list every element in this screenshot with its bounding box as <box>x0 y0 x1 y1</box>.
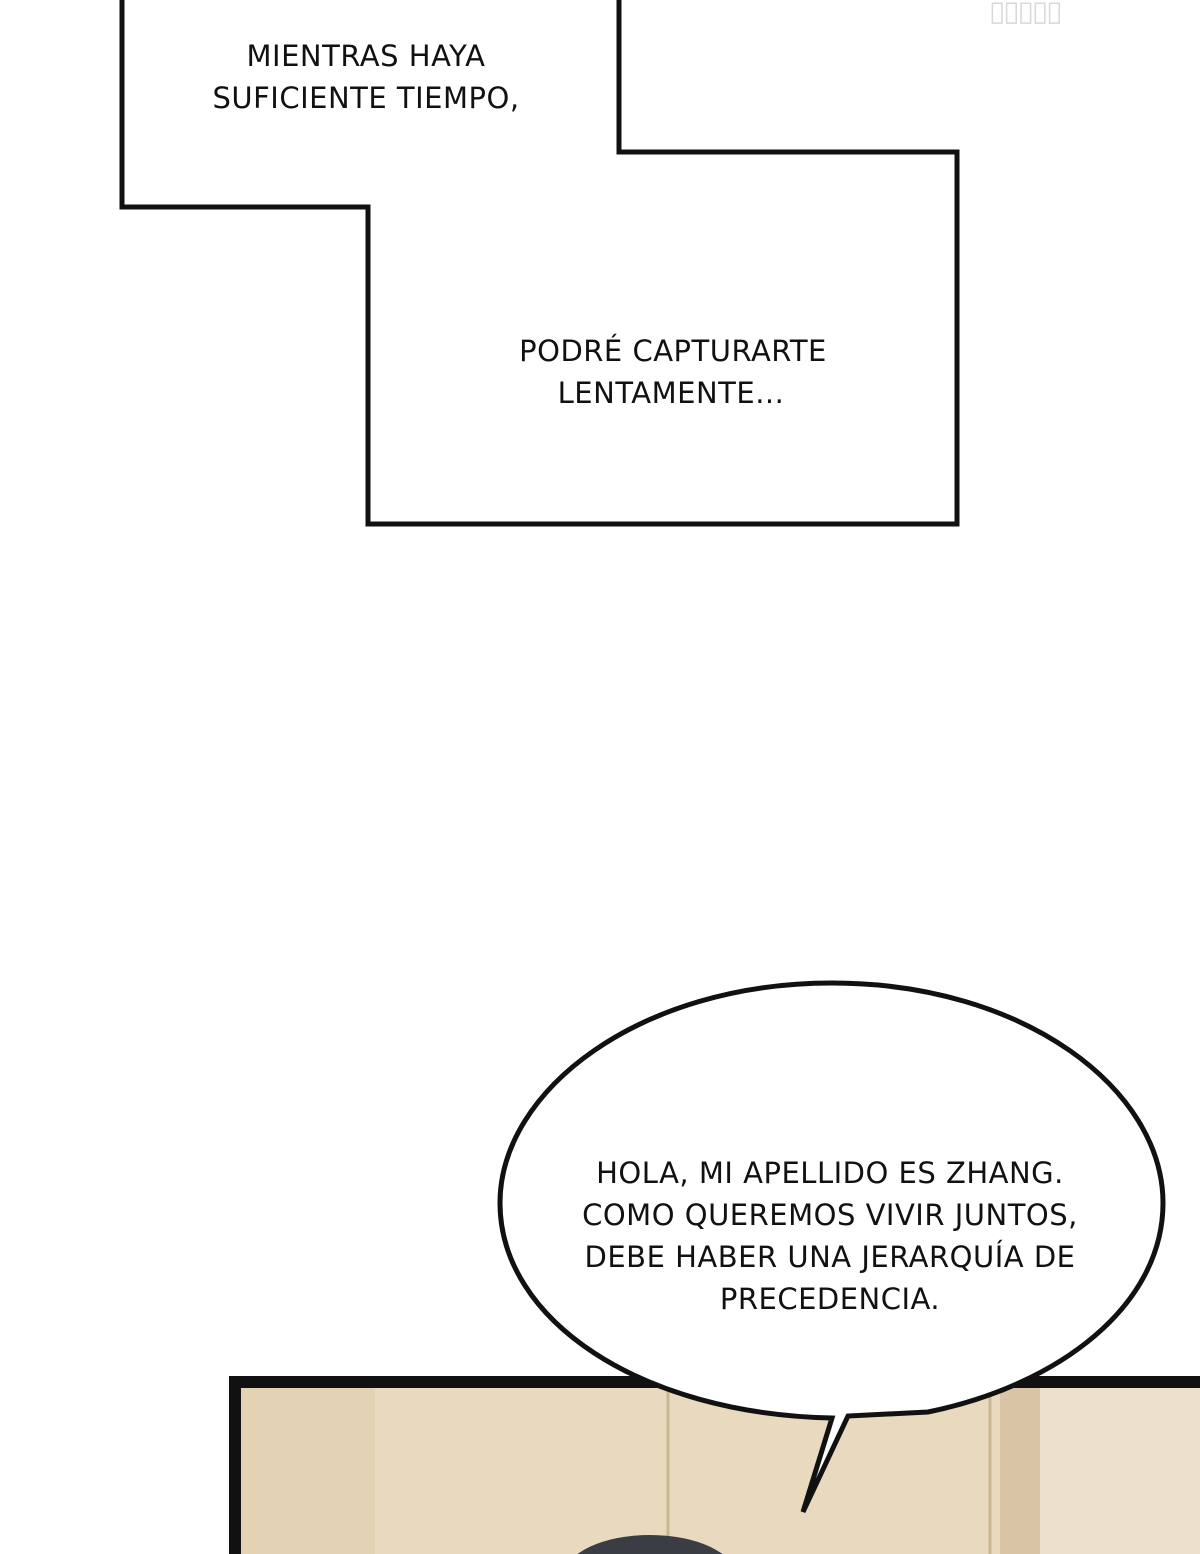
panel-artwork <box>235 1382 1200 1554</box>
speech-line-4: PRECEDENCIA. <box>720 1282 940 1316</box>
speech-bubble-shape <box>497 980 1166 1514</box>
narration-line-1: MIENTRAS HAYA <box>247 39 486 73</box>
narration-box-frame <box>119 0 960 527</box>
panel-wall-left <box>235 1382 375 1554</box>
narration-box: MIENTRAS HAYA SUFICIENTE TIEMPO, PODRÉ C… <box>119 0 960 527</box>
character-hair <box>577 1535 723 1554</box>
narration-line-2: SUFICIENTE TIEMPO, <box>212 81 519 115</box>
watermark-logo-mark: ▮▮▮▮▮ <box>990 0 1062 27</box>
speech-line-1: HOLA, MI APELLIDO ES ZHANG. <box>596 1156 1064 1190</box>
speech-line-2: COMO QUEREMOS VIVIR JUNTOS, <box>582 1198 1078 1232</box>
speech-bubble: HOLA, MI APELLIDO ES ZHANG. COMO QUEREMO… <box>497 980 1166 1514</box>
speech-line-3: DEBE HABER UNA JERARQUÍA DE <box>585 1240 1076 1274</box>
narration-line-3: PODRÉ CAPTURARTE <box>519 334 827 368</box>
panel-door <box>1040 1382 1200 1554</box>
narration-line-4: LENTAMENTE... <box>558 376 785 410</box>
bottom-panel <box>229 1376 1200 1554</box>
watermark-logo: ▮▮▮▮▮ <box>989 0 1062 28</box>
panel-door-frame <box>1000 1382 1040 1554</box>
